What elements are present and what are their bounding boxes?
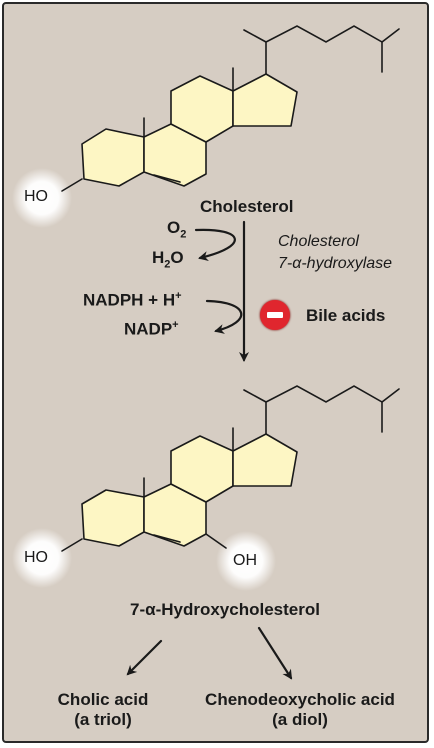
enzyme-name-line2: 7-α-hydroxylase [278, 255, 393, 272]
ring-a [81, 128, 145, 187]
hydroxyl-label: HO [24, 549, 48, 566]
cholic-acid-label: Cholic acid (a triol) [57, 690, 149, 729]
chenodeoxycholic-acid-label: Chenodeoxycholic acid (a diol) [205, 690, 395, 729]
ring-d [232, 433, 298, 487]
hydroxyl-highlight [12, 168, 72, 228]
ring-d [232, 73, 298, 127]
minus-circle-icon [260, 300, 290, 330]
product-label: 7-α-Hydroxycholesterol [130, 600, 320, 619]
hydroxyl-label: HO [24, 188, 48, 205]
diagram-panel: HO Cholesterol O2 H2O Cholesterol 7-α-hy… [2, 2, 429, 743]
cholic-acid-arrow [126, 639, 163, 676]
cholesterol-structure [81, 73, 298, 187]
hydroxyl-label-c7: OH [233, 552, 257, 569]
water-label: H2O [152, 248, 184, 271]
nadph-nadp-arrow [205, 299, 243, 334]
chenodeoxycholic-acid-arrow [257, 626, 293, 680]
oxygen-water-arrow [194, 228, 236, 261]
nadp-label: NADP+ [124, 319, 179, 339]
hydroxyl-highlight [216, 531, 276, 591]
cholesterol-label: Cholesterol [200, 197, 294, 216]
nadph-label: NADPH + H+ [83, 290, 182, 310]
oxygen-label: O2 [167, 218, 187, 241]
hydroxyl-highlight [12, 528, 72, 588]
ring-a [81, 489, 145, 547]
bile-acids-label: Bile acids [306, 306, 386, 325]
enzyme-name-line1: Cholesterol [278, 233, 359, 250]
pathway-drawing [12, 25, 400, 680]
hydroxycholesterol-structure [81, 433, 298, 547]
